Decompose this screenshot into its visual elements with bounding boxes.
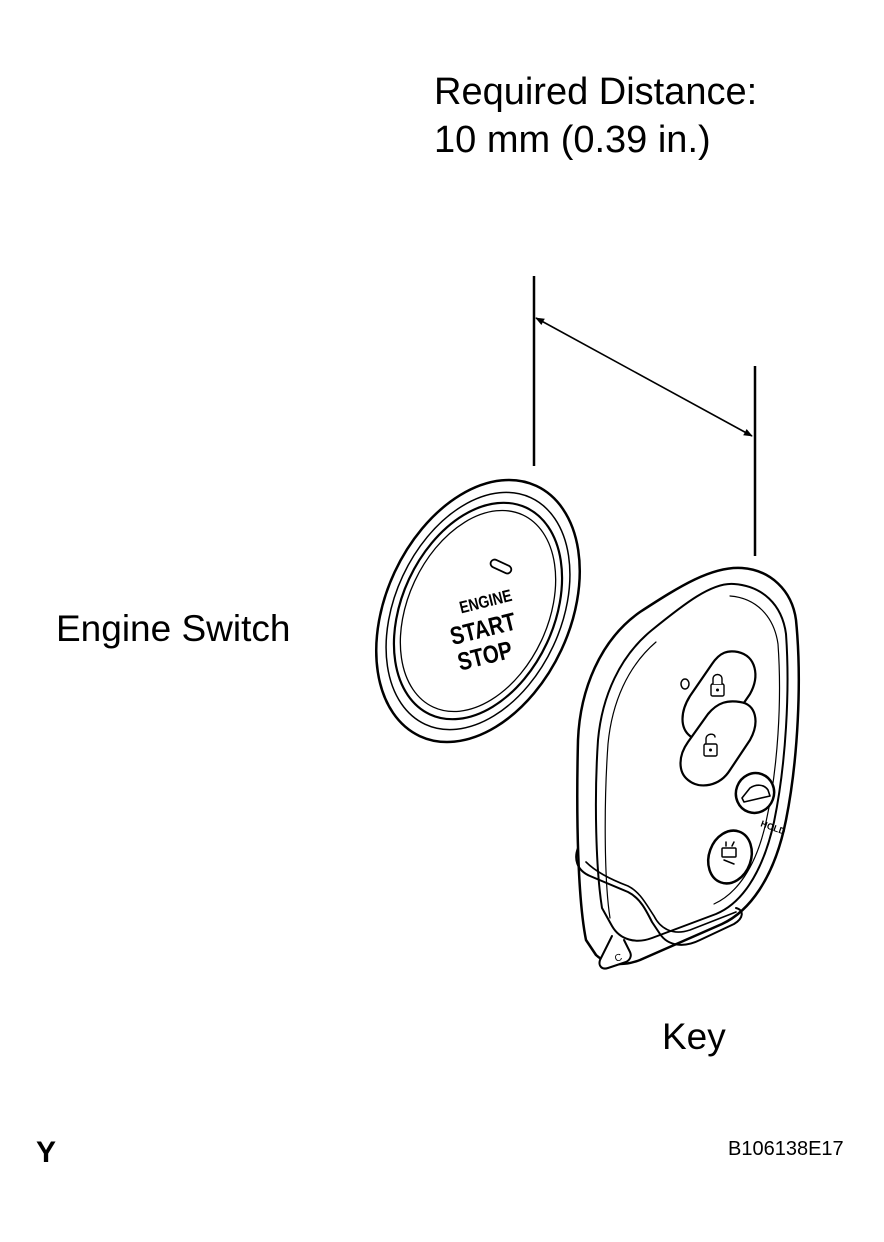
required-distance-title: Required Distance: [434, 71, 758, 113]
key-tab [598, 935, 632, 970]
fob-side-line [604, 641, 657, 919]
required-distance-label: Required Distance: 10 mm (0.39 in.) [434, 68, 757, 164]
lock-icon [710, 673, 725, 697]
key-fob-drawing: C HOLD [575, 566, 800, 970]
engine-switch-label: Engine Switch [56, 608, 291, 649]
trunk-icon [741, 784, 771, 803]
indicator-lamp [489, 558, 513, 575]
unlock-icon [703, 733, 718, 757]
key-tab-mark: C [613, 952, 624, 965]
horn-icon [721, 841, 737, 865]
fob-band-lower [585, 861, 737, 933]
trunk-button [734, 771, 776, 815]
corner-mark: Y [36, 1136, 57, 1169]
switch-button-face [399, 509, 557, 713]
unlock-button [679, 700, 757, 787]
distance-arrow [535, 317, 753, 437]
figure-id: B106138E17 [728, 1138, 844, 1160]
fob-indicator-dot [680, 678, 690, 690]
key-label: Key [662, 1016, 726, 1057]
required-distance-value: 10 mm (0.39 in.) [434, 119, 711, 161]
fob-face-inner-line [713, 595, 781, 905]
engine-button-text: ENGINE START STOP [447, 587, 519, 676]
dimension-indicator [532, 276, 757, 556]
fob-band [575, 847, 743, 946]
engine-switch-drawing [374, 478, 582, 744]
